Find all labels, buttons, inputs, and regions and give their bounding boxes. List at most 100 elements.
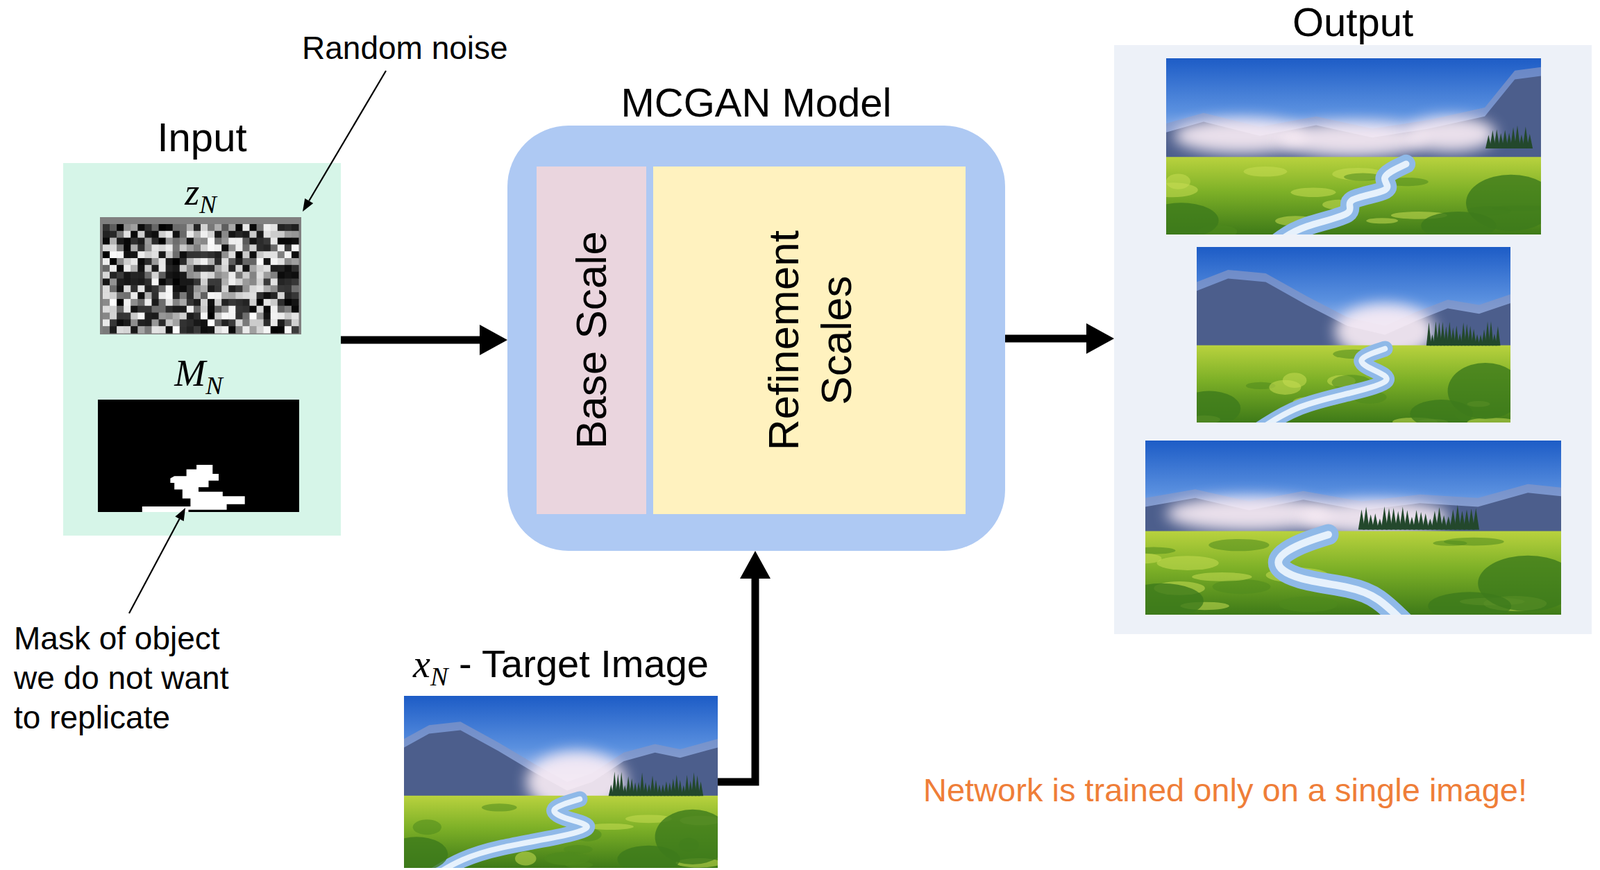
noise-pixel xyxy=(235,292,243,300)
noise-pixel xyxy=(193,319,202,327)
tree xyxy=(619,772,625,797)
text-part: z xyxy=(184,171,200,214)
noise-pixel xyxy=(242,313,250,320)
text-part: N xyxy=(199,190,217,219)
noise-pixel xyxy=(291,292,300,300)
noise-pixel xyxy=(137,285,146,293)
leader-line xyxy=(129,519,180,614)
noise-pixel xyxy=(179,313,188,320)
noise-pixel xyxy=(165,231,174,239)
noise-pixel xyxy=(249,244,258,252)
noise-pixel xyxy=(270,272,279,280)
noise-pixel xyxy=(221,326,230,334)
grass-patch xyxy=(1290,188,1336,198)
noise-pixel xyxy=(102,272,111,280)
noise-pixel xyxy=(144,251,153,259)
noise-pixel xyxy=(137,326,146,334)
noise-pixel xyxy=(116,306,125,314)
noise-pixel xyxy=(130,251,139,259)
noise-pixel xyxy=(137,224,146,232)
noise-pixel xyxy=(109,251,118,259)
noise-pixel xyxy=(116,238,125,246)
noise-pixel xyxy=(270,279,279,286)
river-highlight xyxy=(1278,535,1404,616)
noise-pixel xyxy=(158,238,167,246)
annotation: Random noise xyxy=(301,29,509,67)
noise-pixel xyxy=(291,306,300,314)
tree xyxy=(1526,133,1533,149)
noise-pixel xyxy=(116,313,125,320)
bush xyxy=(403,837,448,869)
noise-pixel xyxy=(186,319,195,327)
heading: xN - Target Image xyxy=(195,644,926,690)
noise-pixel xyxy=(179,224,188,232)
noise-pixel xyxy=(123,244,132,252)
river xyxy=(1278,163,1407,235)
noise-pixel xyxy=(144,319,153,327)
noise-pixel xyxy=(284,299,293,307)
noise-pixel xyxy=(291,285,300,293)
noise-pixel xyxy=(200,238,209,246)
landscape xyxy=(403,696,718,869)
noise-pixel xyxy=(277,231,286,239)
noise-pixel xyxy=(200,326,209,334)
noise-pixel xyxy=(284,326,293,334)
noise-pixel xyxy=(116,265,125,273)
river-highlight xyxy=(435,799,588,869)
noise-pixel xyxy=(102,292,111,300)
noise-pixel xyxy=(144,306,153,314)
noise-pixel xyxy=(102,251,111,259)
noise-pixel xyxy=(200,313,209,320)
noise-pixel xyxy=(123,224,132,232)
target-image: xN - Target Image xyxy=(403,696,718,869)
noise-pixel xyxy=(235,244,243,252)
noise-pixel xyxy=(221,258,230,266)
noise-pixel xyxy=(144,285,153,293)
noise-pixel xyxy=(152,279,160,286)
noise-pixel xyxy=(193,251,202,259)
noise-pixel xyxy=(152,306,160,314)
heading-holder: zN xyxy=(0,172,510,218)
noise-frame xyxy=(99,217,302,335)
noise-pixel xyxy=(284,231,293,239)
noise-pixel xyxy=(249,292,258,300)
noise-pixel xyxy=(172,272,181,280)
grass-patch xyxy=(565,862,593,869)
text-part: N xyxy=(430,662,448,692)
noise-pixel xyxy=(200,272,209,280)
noise-pixel xyxy=(165,285,174,293)
heading-holder: Output xyxy=(905,2,1600,43)
noise-pixel xyxy=(214,265,223,273)
noise-pixel xyxy=(144,231,153,239)
block-label: Base Scale xyxy=(565,177,618,504)
arrowhead xyxy=(739,551,771,579)
tree xyxy=(1495,326,1501,346)
noise-pixel xyxy=(158,313,167,320)
noise-pixel xyxy=(123,299,132,307)
noise-pixel xyxy=(193,292,202,300)
noise-pixel xyxy=(256,319,265,327)
noise-pixel xyxy=(235,224,243,232)
noise-pixel xyxy=(152,251,160,259)
noise-pixel xyxy=(270,319,279,327)
noise-pixel xyxy=(221,319,230,327)
noise-pixel xyxy=(116,299,125,307)
noise-pixel xyxy=(249,231,258,239)
noise-pixel xyxy=(116,279,125,286)
noise-pixel xyxy=(221,292,230,300)
noise-pixel xyxy=(158,319,167,327)
noise-pixel xyxy=(277,251,286,259)
noise-pixel xyxy=(256,292,265,300)
noise-pixel xyxy=(256,251,265,259)
haze xyxy=(1406,116,1497,153)
noise-pixel xyxy=(165,244,174,252)
grass-patch xyxy=(1166,173,1191,189)
noise-pixel xyxy=(263,238,272,246)
noise-pixel xyxy=(137,265,146,273)
grass-patch xyxy=(1243,166,1288,178)
noise-pixel xyxy=(123,231,132,239)
noise-pixel xyxy=(130,258,139,266)
noise-pixel xyxy=(228,306,237,314)
noise-pixel xyxy=(256,285,265,293)
noise-pixel xyxy=(144,326,153,334)
